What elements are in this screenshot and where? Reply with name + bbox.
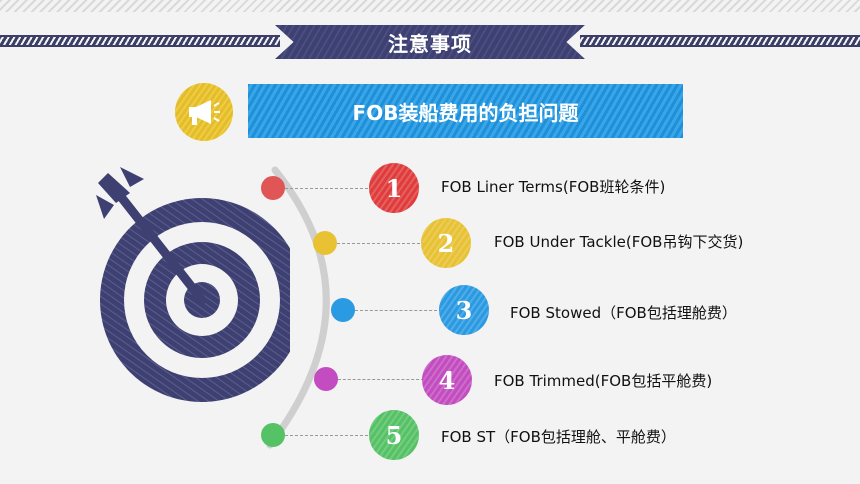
subtitle-banner: FOB装船费用的负担问题: [248, 84, 683, 138]
item-connector-4: [338, 379, 424, 380]
item-badge-4: 4: [422, 355, 472, 405]
item-label-4: FOB Trimmed(FOB包括平舱费): [494, 372, 713, 390]
item-dot-3: [331, 298, 355, 322]
item-dot-1: [261, 176, 285, 200]
top-decorative-stripe: [0, 0, 860, 12]
item-number-1: 1: [385, 173, 403, 203]
item-dot-4: [314, 367, 338, 391]
item-number-3: 3: [455, 295, 473, 325]
title-ribbon: 注意事项: [275, 25, 585, 59]
megaphone-icon: [189, 100, 220, 125]
megaphone-badge: [175, 83, 233, 141]
item-number-4: 4: [438, 365, 456, 395]
subtitle-text: FOB装船费用的负担问题: [352, 100, 579, 125]
item-connector-1: [285, 188, 373, 189]
item-badge-2: 2: [421, 218, 471, 268]
page-title: 注意事项: [388, 31, 472, 56]
item-badge-5: 5: [369, 410, 419, 460]
item-badge-1: 1: [369, 163, 419, 213]
header-line-left: [0, 35, 280, 47]
item-connector-2: [337, 243, 425, 244]
item-dot-5: [261, 423, 285, 447]
item-label-1: FOB Liner Terms(FOB班轮条件): [441, 178, 666, 196]
item-label-5: FOB ST（FOB包括理舱、平舱费）: [441, 428, 676, 446]
item-number-2: 2: [437, 228, 455, 258]
item-badge-3: 3: [439, 285, 489, 335]
target-icon: [96, 167, 290, 402]
item-connector-3: [355, 310, 442, 311]
item-number-5: 5: [385, 420, 403, 450]
item-label-3: FOB Stowed（FOB包括理舱费）: [510, 304, 737, 322]
item-dot-2: [313, 231, 337, 255]
item-connector-5: [285, 435, 373, 436]
header-line-right: [580, 35, 860, 47]
item-label-2: FOB Under Tackle(FOB吊钩下交货): [494, 233, 744, 251]
